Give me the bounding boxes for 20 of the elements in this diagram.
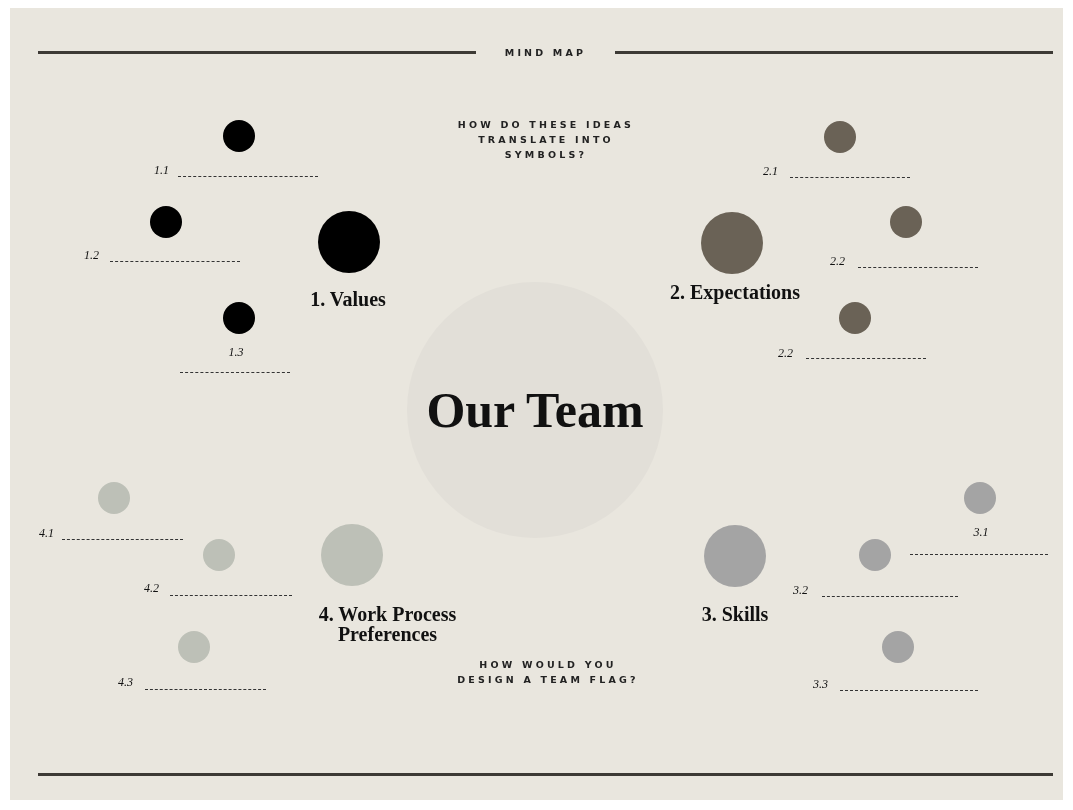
prompt-text: HOW DO THESE IDEAS TRANSLATE INTO SYMBOLS? — [456, 118, 636, 162]
title: MIND MAP — [503, 46, 588, 60]
item-number: 2.2 — [830, 254, 845, 268]
center-title: Our Team — [426, 381, 644, 439]
topic-label: 3. Skills — [701, 602, 769, 626]
topic-label: 2. Expectations — [670, 280, 800, 304]
item-number: 1.2 — [84, 248, 99, 262]
item-number: 3.1 — [973, 525, 989, 539]
item-number: 4.3 — [118, 675, 133, 689]
item-number: 4.2 — [144, 581, 159, 595]
prompt-text: HOW WOULD YOU DESIGN A TEAM FLAG? — [456, 658, 640, 687]
item-number: 4.1 — [39, 526, 54, 540]
topic-label: 1. Values — [310, 287, 386, 311]
item-number: 3.3 — [813, 677, 828, 691]
item-number: 3.2 — [793, 583, 808, 597]
item-number: 1.3 — [228, 345, 244, 359]
item-number: 1.1 — [154, 163, 169, 177]
item-number: 2.1 — [763, 164, 778, 178]
item-number: 2.2 — [778, 346, 793, 360]
topic-label: 4. Work Process Preferences — [317, 604, 458, 644]
